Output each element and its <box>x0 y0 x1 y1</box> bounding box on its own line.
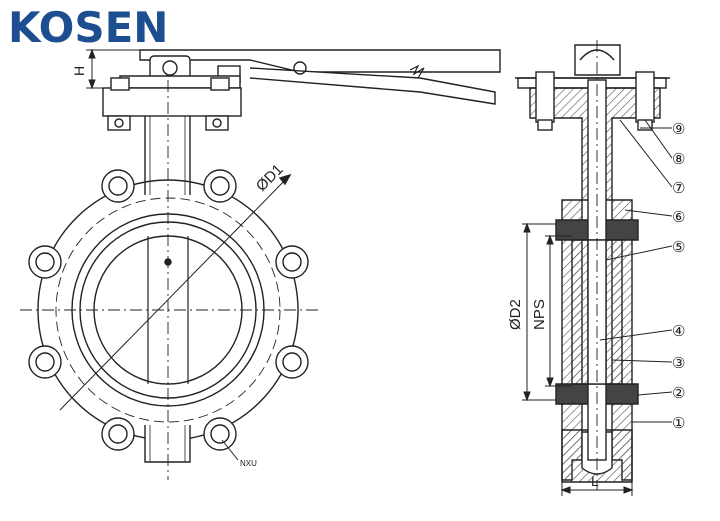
part-9: ⑨ <box>672 121 685 138</box>
part-4: ④ <box>672 323 685 340</box>
label-nps: NPS <box>531 299 548 330</box>
part-5: ⑤ <box>672 239 685 256</box>
front-view <box>20 49 501 480</box>
part-8: ⑧ <box>672 151 685 168</box>
label-d2: ØD2 <box>507 299 524 330</box>
top-plate <box>102 87 242 117</box>
part-6: ⑥ <box>672 209 685 226</box>
dimension-l <box>560 482 634 496</box>
dimension-h <box>86 48 140 90</box>
handle-lever <box>119 49 501 105</box>
callout-leaders <box>599 119 673 423</box>
part-1: ① <box>672 415 685 432</box>
label-d1: ØD1 <box>253 161 287 195</box>
part-7: ⑦ <box>672 180 685 197</box>
part-number-labels: ⑨ ⑧ ⑦ ⑥ ⑤ ④ ③ ② ① <box>672 121 685 432</box>
label-bolt-holes: NXU <box>240 459 257 468</box>
dimension-d2-nps <box>522 222 572 402</box>
label-h: H <box>71 66 87 76</box>
bolt-holes <box>28 169 309 451</box>
bolt-right <box>205 115 229 131</box>
bolt-left <box>107 115 131 131</box>
label-l: L <box>591 473 599 489</box>
side-section-view <box>515 40 670 490</box>
part-2: ② <box>672 385 685 402</box>
brand-logo: KOSEN <box>8 3 168 52</box>
part-3: ③ <box>672 355 685 372</box>
